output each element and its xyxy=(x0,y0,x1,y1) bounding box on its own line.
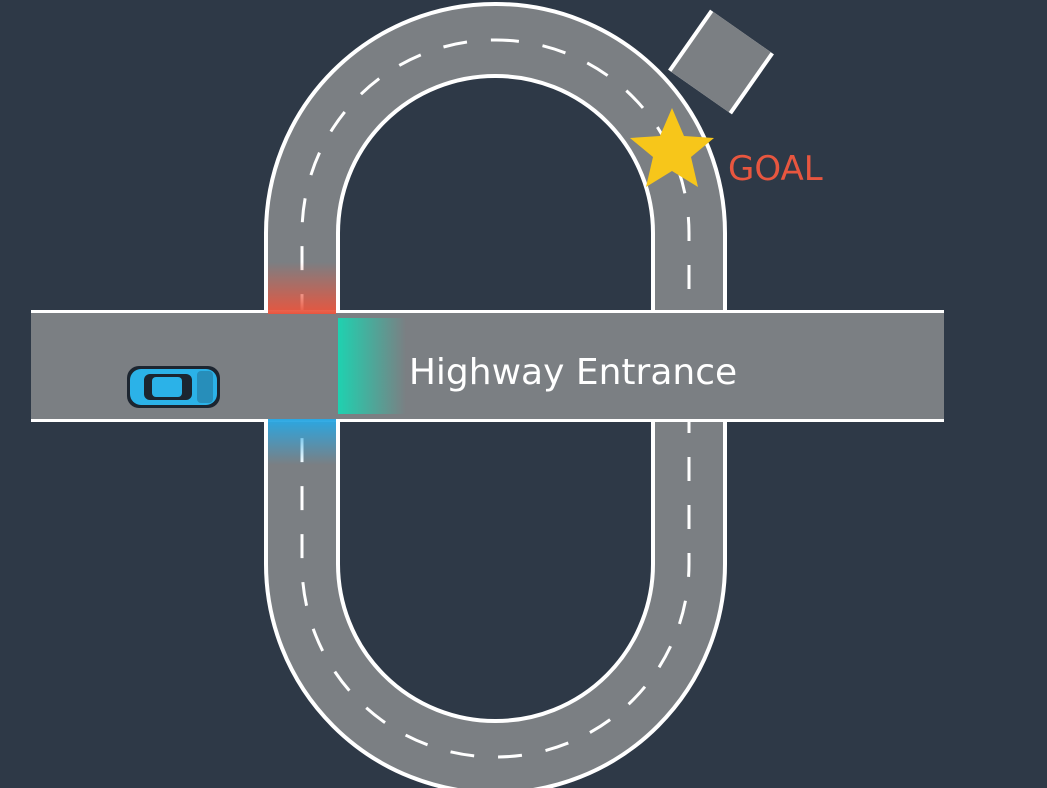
highway-entrance-label: Highway Entrance xyxy=(409,352,737,393)
zone-red xyxy=(268,262,336,314)
goal-label: GOAL xyxy=(728,149,823,189)
car-icon xyxy=(127,366,220,408)
zone-blue xyxy=(268,419,336,465)
zone-teal xyxy=(338,318,406,414)
exit-ramp xyxy=(668,9,774,115)
star-icon xyxy=(630,108,714,187)
